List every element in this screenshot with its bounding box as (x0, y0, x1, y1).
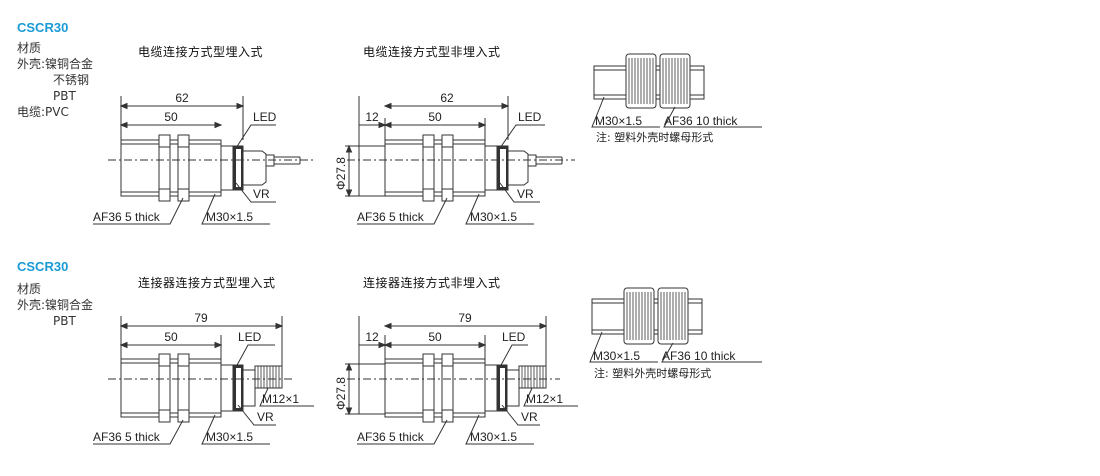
view-title: 连接器连接方式型埋入式 (138, 276, 276, 290)
label-af: AF36 5 thick (93, 430, 161, 444)
dim-thread: 50 (428, 110, 442, 124)
side-note: 注: 塑料外壳时螺母形式 (596, 131, 714, 144)
label-thread: M30×1.5 (595, 114, 642, 128)
label-vr: VR (517, 187, 534, 201)
model-name-2: CSCR30 (17, 259, 69, 274)
dim-thread: 50 (428, 330, 442, 344)
side-note: 注: 塑料外壳时螺母形式 (594, 367, 712, 380)
material-stainless: 不锈钢 (53, 73, 90, 87)
label-thread: M30×1.5 (593, 349, 640, 363)
label-af: AF36 10 thick (664, 114, 738, 128)
material-pbt: PBT (53, 89, 76, 103)
sensor-drawing-cable-nonflush: 62 12 50 Φ27.8 LED VR AF36 (334, 91, 575, 225)
material-shell: 外壳:镍铜合金 (17, 57, 94, 71)
label-led: LED (518, 110, 542, 124)
nut-side-view-1: M30×1.5 AF36 10 thick (591, 53, 762, 128)
nut-side-view-2: M30×1.5 AF36 10 thick (589, 287, 762, 363)
label-thread: M30×1.5 (206, 430, 253, 444)
material-heading: 材质 (17, 41, 42, 55)
label-thread: M30×1.5 (470, 210, 517, 224)
label-led: LED (238, 330, 262, 344)
label-af: AF36 5 thick (357, 210, 425, 224)
sensor-drawing-cable-flush: 62 50 LED VR AF36 5 thick M30× (93, 91, 315, 225)
dim-overall: 79 (458, 311, 472, 325)
dim-overall: 62 (440, 91, 454, 105)
label-m12: M12×1 (526, 392, 563, 406)
dim-thread: 50 (164, 330, 178, 344)
view-title: 电缆连接方式型非埋入式 (363, 45, 501, 59)
label-led: LED (253, 110, 277, 124)
material-cable: 电缆:PVC (17, 105, 69, 119)
label-m12: M12×1 (262, 392, 299, 406)
view-title: 连接器连接方式非埋入式 (363, 276, 501, 290)
label-thread: M30×1.5 (470, 430, 517, 444)
label-thread: M30×1.5 (206, 210, 253, 224)
dim-diameter: Φ27.8 (334, 377, 348, 410)
dim-diameter: Φ27.8 (334, 157, 348, 190)
sensor-drawing-connector-nonflush: 79 12 50 Φ27.8 LED M12×1 (334, 311, 578, 445)
dim-overall: 62 (175, 91, 189, 105)
material-heading: 材质 (17, 282, 42, 296)
label-af: AF36 10 thick (662, 349, 736, 363)
label-led: LED (502, 330, 526, 344)
model-name-1: CSCR30 (17, 20, 69, 35)
material-shell: 外壳:镍铜合金 (17, 298, 94, 312)
dim-lead: 12 (365, 110, 379, 124)
material-pbt: PBT (53, 314, 76, 328)
dim-overall: 79 (194, 311, 208, 325)
label-vr: VR (253, 187, 270, 201)
label-af: AF36 5 thick (357, 430, 425, 444)
label-vr: VR (521, 410, 538, 424)
dim-thread: 50 (164, 110, 178, 124)
sensor-drawing-connector-flush: 79 50 LED M12×1 VR AF36 5 thick M (93, 311, 314, 445)
label-vr: VR (257, 410, 274, 424)
view-title: 电缆连接方式型埋入式 (138, 45, 264, 59)
dim-lead: 12 (365, 330, 379, 344)
label-af: AF36 5 thick (93, 210, 161, 224)
